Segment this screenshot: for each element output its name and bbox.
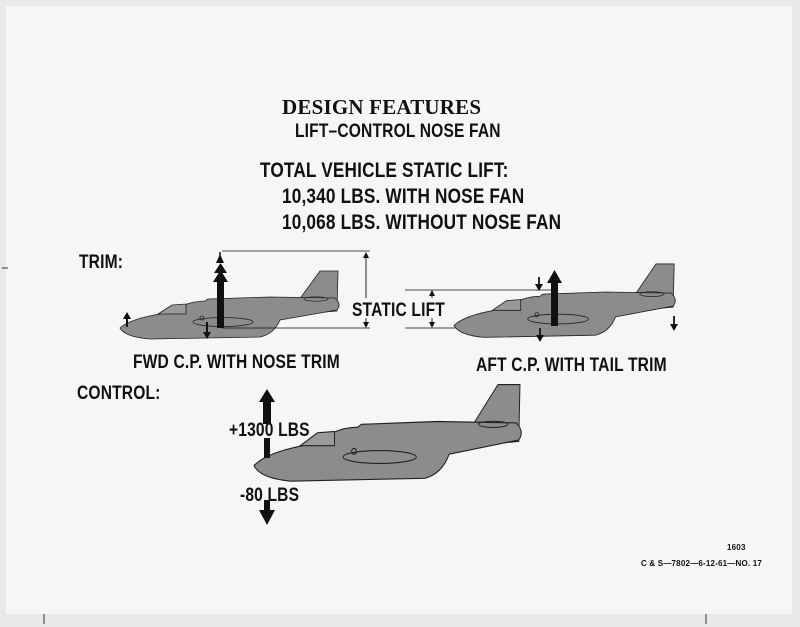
aft-cp-aircraft (453, 263, 678, 342)
aft-cp-caption: AFT C.P. WITH TAIL TRIM (476, 355, 667, 376)
fwd-cp-aircraft (119, 252, 340, 340)
control-label: CONTROL: (77, 383, 161, 404)
control-up-force: +1300 LBS (229, 420, 310, 441)
lift-with-fan: 10,340 LBS. WITH NOSE FAN (282, 185, 525, 208)
lift-heading: TOTAL VEHICLE STATIC LIFT: (260, 159, 509, 182)
lift-without-fan: 10,068 LBS. WITHOUT NOSE FAN (282, 211, 562, 234)
static-lift-label: STATIC LIFT (352, 300, 445, 321)
page-subtitle: LIFT–CONTROL NOSE FAN (295, 121, 501, 142)
trim-label: TRIM: (79, 252, 124, 273)
fwd-cp-caption: FWD C.P. WITH NOSE TRIM (133, 352, 340, 373)
reference-code: C & S—7802—6-12-61—NO. 17 (641, 559, 763, 568)
page-title: DESIGN FEATURES (282, 95, 482, 119)
paper-sheet (6, 6, 792, 614)
control-down-force: -80 LBS (240, 485, 300, 506)
control-aircraft (253, 384, 522, 525)
page-number: 1603 (727, 543, 746, 552)
